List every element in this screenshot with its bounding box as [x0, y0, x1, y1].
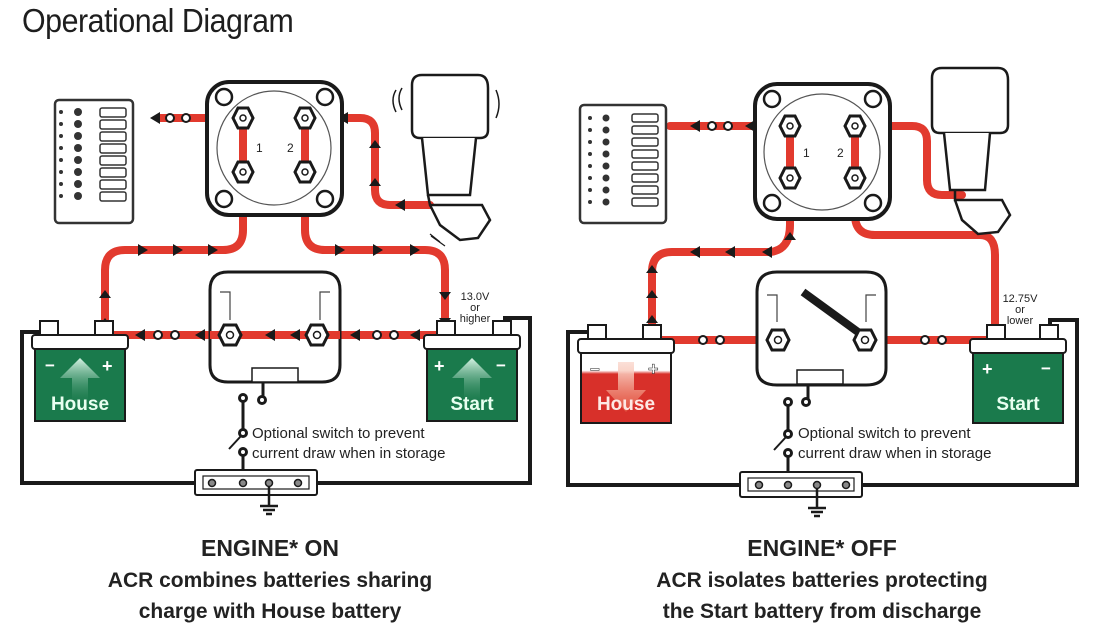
ground-wire [566, 318, 1079, 487]
optional-switch-note-line1: Optional switch to prevent [798, 425, 971, 442]
house-battery: − + House [31, 320, 129, 422]
panel-caption-line2: the Start battery from discharge [663, 600, 982, 623]
panel-caption-line2: charge with House battery [139, 600, 402, 623]
house-battery-label: House [597, 394, 655, 415]
panel-caption-line1: ACR combines batteries sharing [108, 569, 432, 592]
outboard-engine-icon [392, 73, 500, 247]
start-battery-label: Start [450, 394, 494, 415]
switch-position-1: 1 [803, 146, 810, 160]
start-negative-terminal: − [496, 356, 506, 375]
optional-switch-note-line2: current draw when in storage [252, 445, 445, 462]
switch-position-2: 2 [837, 146, 844, 160]
house-positive-terminal: + [648, 359, 659, 379]
start-battery-label: Start [996, 394, 1040, 415]
switch-position-2: 2 [287, 141, 294, 155]
voltage-threshold-line2: or [1015, 304, 1025, 316]
negative-bus-bar [739, 471, 863, 518]
automatic-charging-relay [755, 270, 888, 387]
negative-bus-bar [194, 469, 318, 516]
battery-switch: 1 2 [753, 82, 892, 221]
battery-switch: 1 2 [205, 80, 344, 217]
house-negative-terminal: − [45, 356, 55, 375]
relay-open-contact [800, 288, 861, 336]
ground-wire [20, 316, 532, 485]
voltage-threshold-line3: lower [1007, 315, 1034, 327]
switch-position-1: 1 [256, 141, 263, 155]
house-positive-terminal: + [102, 356, 113, 376]
voltage-threshold-line1: 13.0V [461, 291, 490, 303]
distribution-panel [578, 103, 668, 225]
automatic-charging-relay [208, 270, 342, 384]
optional-switch-note-line1: Optional switch to prevent [252, 425, 425, 442]
panel-state-heading: ENGINE* OFF [747, 535, 897, 561]
fuse-links [153, 113, 399, 340]
panel-caption-line1: ACR isolates batteries protecting [656, 569, 987, 592]
optional-switch-note-line2: current draw when in storage [798, 445, 991, 462]
house-negative-terminal: − [590, 360, 600, 379]
distribution-panel [53, 98, 135, 225]
start-battery: + − Start [969, 324, 1067, 424]
start-battery: + − Start [423, 320, 521, 422]
voltage-threshold-line2: or [470, 302, 480, 314]
voltage-threshold-line3: higher [460, 313, 491, 325]
optional-storage-switch [773, 384, 811, 485]
start-negative-terminal: − [1041, 359, 1051, 378]
panel-engine-off: 1 2 − + House [566, 66, 1079, 623]
start-positive-terminal: + [982, 359, 993, 379]
outboard-engine-icon [930, 66, 1012, 236]
fuse-links [698, 121, 947, 345]
panel-state-heading: ENGINE* ON [201, 535, 339, 561]
house-battery: − + House [577, 324, 675, 424]
house-battery-label: House [51, 394, 109, 415]
start-positive-terminal: + [434, 356, 445, 376]
panel-engine-on: 1 2 [20, 73, 532, 623]
voltage-threshold-line1: 12.75V [1003, 293, 1039, 305]
diagram-title: Operational Diagram [22, 2, 294, 39]
